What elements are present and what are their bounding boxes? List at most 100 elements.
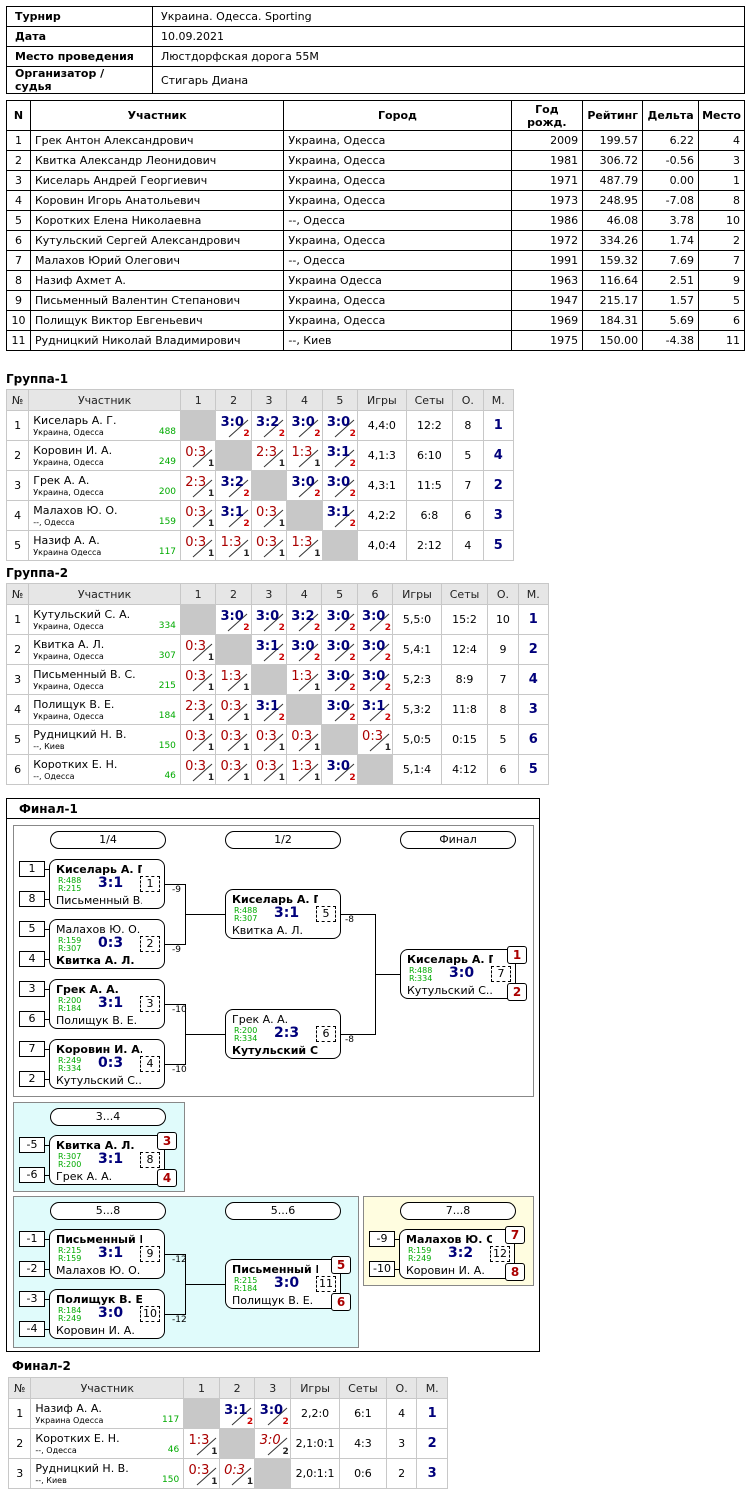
match-points: 2 <box>384 682 392 693</box>
player-rating: 46 <box>167 1445 180 1455</box>
match-player1: Полищук В. Е. <box>56 1293 142 1306</box>
match-player2: Коровин И. А. <box>406 1264 485 1277</box>
player-cell: 1947 <box>510 290 584 311</box>
group-place: 4 <box>517 664 550 695</box>
match-score: 0:3 <box>185 534 207 550</box>
info-key: Дата <box>6 26 153 47</box>
player-cell: Квитка Александр Леонидович <box>29 150 285 171</box>
seed-number: 1 <box>19 861 45 877</box>
result-slash <box>334 509 355 527</box>
match-score: 2:3 <box>185 698 207 714</box>
group-header: О. <box>385 1377 418 1399</box>
group-points: 3 <box>385 1428 418 1459</box>
match-score: 3:0 <box>362 668 386 684</box>
column-header: Год рожд. <box>510 100 584 131</box>
final-place: 3 <box>157 1132 177 1150</box>
player-cell: 7.69 <box>642 250 700 271</box>
match-points: 2 <box>384 712 392 723</box>
player-cell: 4 <box>6 190 31 211</box>
loser-destination: -8 <box>345 915 354 925</box>
group-row-number: 1 <box>7 1398 32 1429</box>
group-header: М. <box>416 1377 448 1399</box>
player-rating: 488 <box>158 427 177 437</box>
column-header: Рейтинг <box>582 100 644 131</box>
loser-destination: -9 <box>172 885 181 895</box>
match-score: 3:1 <box>362 698 386 714</box>
player-cell: 10 <box>6 310 31 331</box>
player-cell: 3.78 <box>642 210 700 231</box>
match-points: 1 <box>207 652 215 663</box>
bracket-line <box>185 914 225 915</box>
result-slash <box>299 449 319 467</box>
round-label: 3...4 <box>50 1108 166 1126</box>
group-row-number: 4 <box>5 500 30 531</box>
group1-title: Группа-1 <box>6 372 69 386</box>
match-score: 1:3 <box>291 668 313 684</box>
self-cell <box>321 724 358 755</box>
result-slash <box>334 763 354 781</box>
match-points: 2 <box>314 652 321 663</box>
result-slash <box>228 763 248 781</box>
match-score: 3:0 <box>326 414 351 430</box>
match-points: 2 <box>384 622 392 633</box>
group-header: 2 <box>215 389 252 411</box>
match-score: 3:0 <box>98 1305 124 1321</box>
match-points: 2 <box>349 652 356 663</box>
match-score: 0:3 <box>185 504 207 520</box>
seed-number: -5 <box>19 1137 45 1153</box>
result-slash <box>298 673 319 691</box>
match-rating1: R:200 <box>58 996 82 1005</box>
group-place: 6 <box>517 724 550 755</box>
group-row-number: 3 <box>7 1458 32 1489</box>
bracket-line <box>45 1299 49 1300</box>
info-value: 10.09.2021 <box>152 26 745 47</box>
player-city: Украина, Одесса <box>33 457 104 467</box>
player-cell: -4.38 <box>642 330 700 351</box>
result-slash <box>192 763 213 781</box>
group-sets: 4:3 <box>339 1428 387 1459</box>
match-score: 3:0 <box>220 608 244 624</box>
player-cell: 2 <box>698 230 745 251</box>
player-cell: 10 <box>698 210 745 231</box>
player-cell: Коровин Игорь Анатольевич <box>29 190 285 211</box>
match-rating1: R:307 <box>58 1152 82 1161</box>
player-cell: Киселарь Андрей Георгиевич <box>29 170 285 191</box>
bracket-line <box>45 959 49 960</box>
group-header: 1 <box>180 389 217 411</box>
match-points: 1 <box>211 1476 218 1487</box>
self-cell <box>356 754 394 785</box>
match-score: 0:3 <box>256 504 277 520</box>
player-rating: 184 <box>158 711 176 721</box>
group-header: 1 <box>179 583 217 605</box>
match-score: 3:0 <box>291 414 315 430</box>
result-slash <box>263 733 284 751</box>
result-slash <box>228 509 248 527</box>
info-key: Организатор / судья <box>6 66 153 94</box>
player-cell: Кутульский Сергей Александрович <box>29 230 285 251</box>
group-games: 5,5:0 <box>392 604 442 635</box>
match-rating2: R:334 <box>234 1034 258 1043</box>
column-header: Город <box>283 100 512 131</box>
player-cell: 1 <box>698 170 745 191</box>
match-points: 2 <box>349 458 356 469</box>
player-cell: 0.00 <box>642 170 700 191</box>
